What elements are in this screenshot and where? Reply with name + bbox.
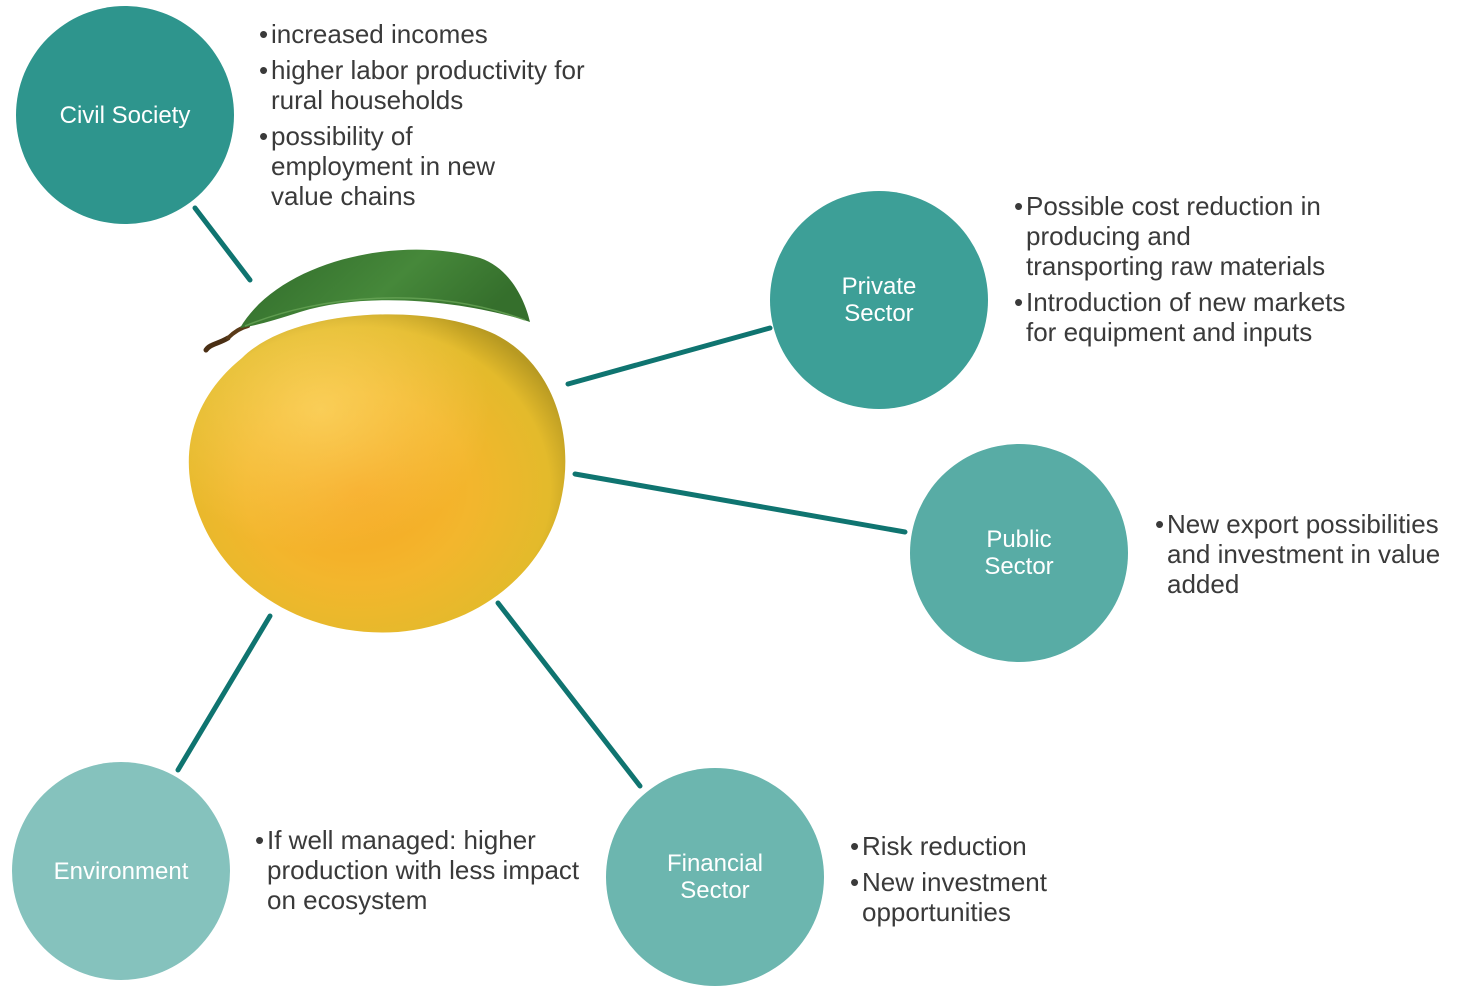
connector-civil-society xyxy=(192,205,253,283)
financial-sector-label-line1: Financial xyxy=(666,850,764,877)
mango-fruit-icon xyxy=(188,249,566,633)
public-sector-bullets: New export possibilities and investment … xyxy=(1155,509,1480,605)
civil-society-bullets: increased incomes higher labor productiv… xyxy=(259,19,599,217)
bullet-item: If well managed: higher production with … xyxy=(255,825,580,915)
financial-sector-label-line2: Sector xyxy=(680,877,750,904)
connector-financial-sector xyxy=(495,600,643,789)
private-sector-node: Private Sector xyxy=(770,191,988,409)
financial-sector-bullets: Risk reduction New investment opportunit… xyxy=(850,831,1090,933)
bullet-item: Introduction of new markets for equipmen… xyxy=(1014,287,1346,347)
bullet-item: increased incomes xyxy=(259,19,599,49)
civil-society-label: Civil Society xyxy=(59,101,191,129)
private-sector-label-line1: Private xyxy=(841,273,917,300)
bullet-item: Possible cost reduction in producing and… xyxy=(1014,191,1326,281)
public-sector-node: Public Sector xyxy=(910,444,1128,662)
connector-public-sector xyxy=(572,471,908,535)
environment-label: Environment xyxy=(53,857,189,885)
bullet-item: possibility of employment in new value c… xyxy=(259,121,561,211)
bullet-item: higher labor productivity for rural hous… xyxy=(259,55,599,115)
bullet-item: New investment opportunities xyxy=(850,867,1077,927)
connector-private-sector xyxy=(565,325,773,387)
private-sector-label-line2: Sector xyxy=(844,300,914,327)
public-sector-label-line1: Public xyxy=(986,526,1052,553)
bullet-item: New export possibilities and investment … xyxy=(1155,509,1480,599)
bullet-item: Risk reduction xyxy=(850,831,1090,861)
public-sector-label-line2: Sector xyxy=(984,553,1054,580)
financial-sector-node: Financial Sector xyxy=(606,768,824,986)
connector-environment xyxy=(175,613,273,773)
civil-society-node: Civil Society xyxy=(16,6,234,224)
private-sector-bullets: Possible cost reduction in producing and… xyxy=(1014,191,1345,353)
environment-bullets: If well managed: higher production with … xyxy=(255,825,580,921)
environment-node: Environment xyxy=(12,762,230,980)
